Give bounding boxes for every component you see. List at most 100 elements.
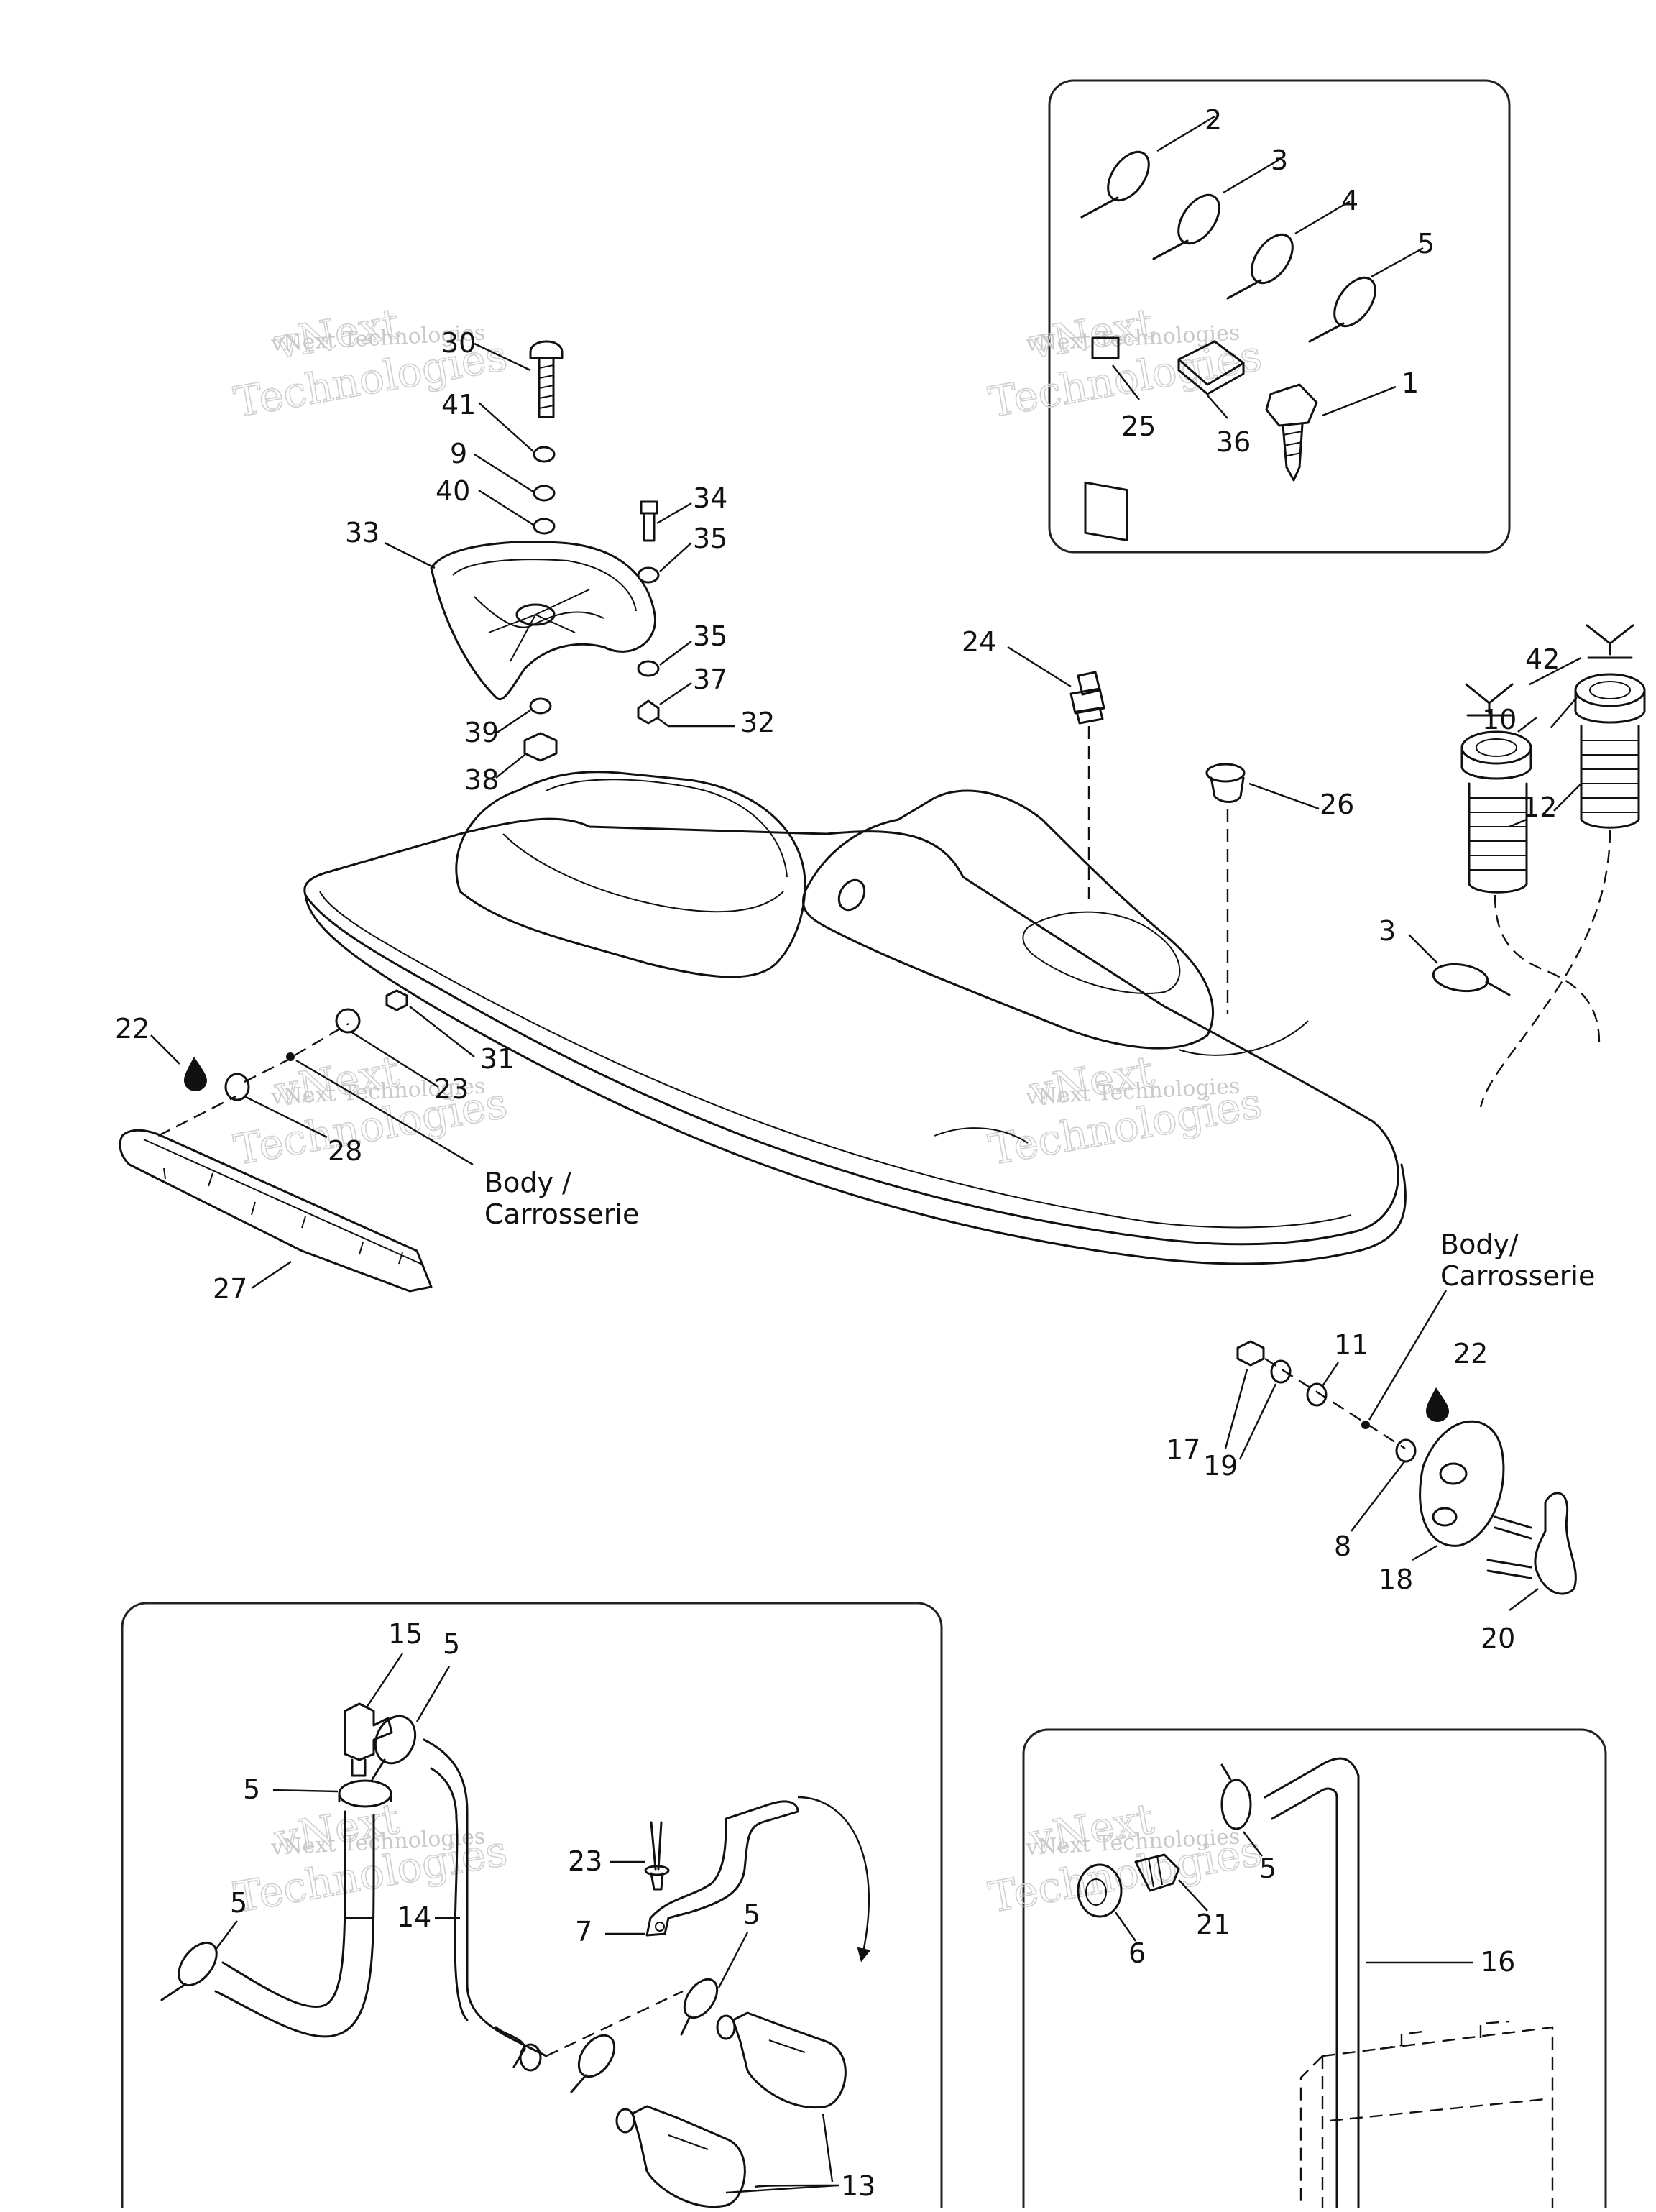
callout-33: 33 (345, 517, 380, 549)
callout-3-right: 3 (1379, 915, 1396, 947)
callout-27: 27 (213, 1273, 247, 1305)
callout-24: 24 (962, 626, 996, 658)
callout-21: 21 (1196, 1909, 1230, 1940)
callout-3: 3 (1271, 144, 1288, 176)
callout-6: 6 (1128, 1937, 1146, 1969)
rub-strip-27 (119, 1129, 433, 1293)
callout-5-hose-b: 5 (243, 1773, 260, 1805)
callout-7: 7 (575, 1916, 592, 1947)
callout-39: 39 (464, 717, 499, 748)
callout-31: 31 (480, 1043, 515, 1075)
callout-11: 11 (1334, 1329, 1368, 1361)
svg-text:Body/: Body/ (1440, 1229, 1519, 1260)
washers-41-9-40 (533, 446, 556, 535)
washer-19 (1270, 1359, 1292, 1384)
callout-42: 42 (1525, 643, 1560, 675)
clamp-3-right (1432, 963, 1511, 996)
plug-6 (1077, 1863, 1123, 1918)
washer-11 (1306, 1382, 1328, 1407)
grommet-10-a (1574, 673, 1646, 724)
leader-lines (150, 115, 1582, 2194)
callout-41: 41 (441, 389, 476, 421)
callout-30: 30 (441, 327, 476, 359)
callout-5-hose-c: 5 (230, 1887, 247, 1919)
reservoir-13-b (615, 2105, 746, 2208)
callout-32: 32 (740, 707, 775, 738)
screw-1 (1265, 383, 1318, 482)
fastener-25 (1084, 336, 1128, 542)
bolt-34 (640, 500, 658, 542)
grommet-10-b (1460, 730, 1532, 780)
clamp-5-b (338, 1779, 392, 1808)
callout-2: 2 (1205, 104, 1222, 136)
bolt-30 (529, 340, 564, 418)
callout-numbers: 2 3 4 5 1 25 36 30 41 9 40 33 34 35 35 3… (115, 104, 1560, 2202)
clamp-5-e (570, 2034, 616, 2093)
callout-40: 40 (436, 475, 470, 507)
clamp-5-f (1220, 1763, 1252, 1830)
svg-text:Body /: Body / (484, 1167, 571, 1198)
callout-12: 12 (1522, 791, 1557, 823)
callout-23-left: 23 (434, 1073, 469, 1105)
washer-28 (224, 1073, 250, 1101)
callout-25: 25 (1121, 410, 1156, 442)
clip-part-2 (1080, 150, 1150, 219)
fastener-36 (1177, 340, 1245, 395)
callout-5-hose-a: 5 (443, 1628, 460, 1660)
callout-35b: 35 (693, 620, 727, 652)
callout-37: 37 (693, 664, 727, 695)
vent-cap-42-a (1586, 624, 1634, 659)
callout-17: 17 (1166, 1434, 1200, 1466)
callout-38: 38 (464, 764, 499, 796)
sealant-22-left (184, 1057, 207, 1091)
fitting-24 (1070, 671, 1105, 725)
rivet-23 (644, 1821, 670, 1891)
handle-mount-18 (1419, 1420, 1505, 1547)
callout-5-battery: 5 (1259, 1853, 1276, 1884)
plug-26 (1205, 763, 1246, 803)
callout-14: 14 (397, 1901, 431, 1933)
callout-26: 26 (1320, 789, 1354, 820)
callout-5-hose-d: 5 (743, 1899, 760, 1930)
hose-12-b (1468, 782, 1528, 894)
callout-20: 20 (1481, 1623, 1515, 1654)
clamp-5-d (680, 1978, 719, 2036)
callout-4: 4 (1341, 185, 1358, 216)
callout-16: 16 (1481, 1946, 1515, 1978)
clip-part-3 (1152, 193, 1220, 260)
hose-panel (121, 1602, 943, 2212)
callout-15: 15 (388, 1618, 423, 1650)
callout-22-right: 22 (1453, 1338, 1488, 1369)
nut-17 (1236, 1340, 1265, 1367)
vent-cap-42-b (1465, 683, 1514, 717)
vent-tube-16 (1264, 1757, 1360, 2212)
callout-34: 34 (693, 482, 727, 514)
elbow-fitting-15 (344, 1702, 393, 1777)
reservoir-13-a (716, 2011, 847, 2108)
body-label-left: Body / Carrosserie (484, 1167, 639, 1230)
battery (1300, 2020, 1554, 2212)
clips-panel (1048, 79, 1511, 554)
svg-text:Carrosserie: Carrosserie (484, 1198, 639, 1230)
callout-1: 1 (1402, 367, 1419, 399)
handle-20 (1486, 1492, 1577, 1595)
callout-23-hose: 23 (568, 1845, 602, 1877)
washers-35-37 (637, 566, 660, 725)
callout-22-left: 22 (115, 1013, 150, 1045)
callout-9: 9 (450, 438, 467, 469)
callout-10: 10 (1482, 704, 1517, 735)
hose-12-a (1580, 725, 1640, 829)
hull-body (303, 771, 1407, 1265)
fitting-21 (1134, 1853, 1180, 1892)
nut-39-38 (523, 697, 558, 762)
svg-text:Carrosserie: Carrosserie (1440, 1260, 1595, 1292)
clamp-5-c (160, 1942, 218, 2001)
callout-13: 13 (841, 2170, 875, 2202)
callout-36: 36 (1216, 426, 1251, 458)
hose-14 (214, 1738, 548, 2072)
callout-18: 18 (1379, 1564, 1413, 1595)
sealant-22-right (1426, 1387, 1449, 1422)
callout-28: 28 (328, 1135, 362, 1167)
washer-8 (1395, 1438, 1417, 1463)
